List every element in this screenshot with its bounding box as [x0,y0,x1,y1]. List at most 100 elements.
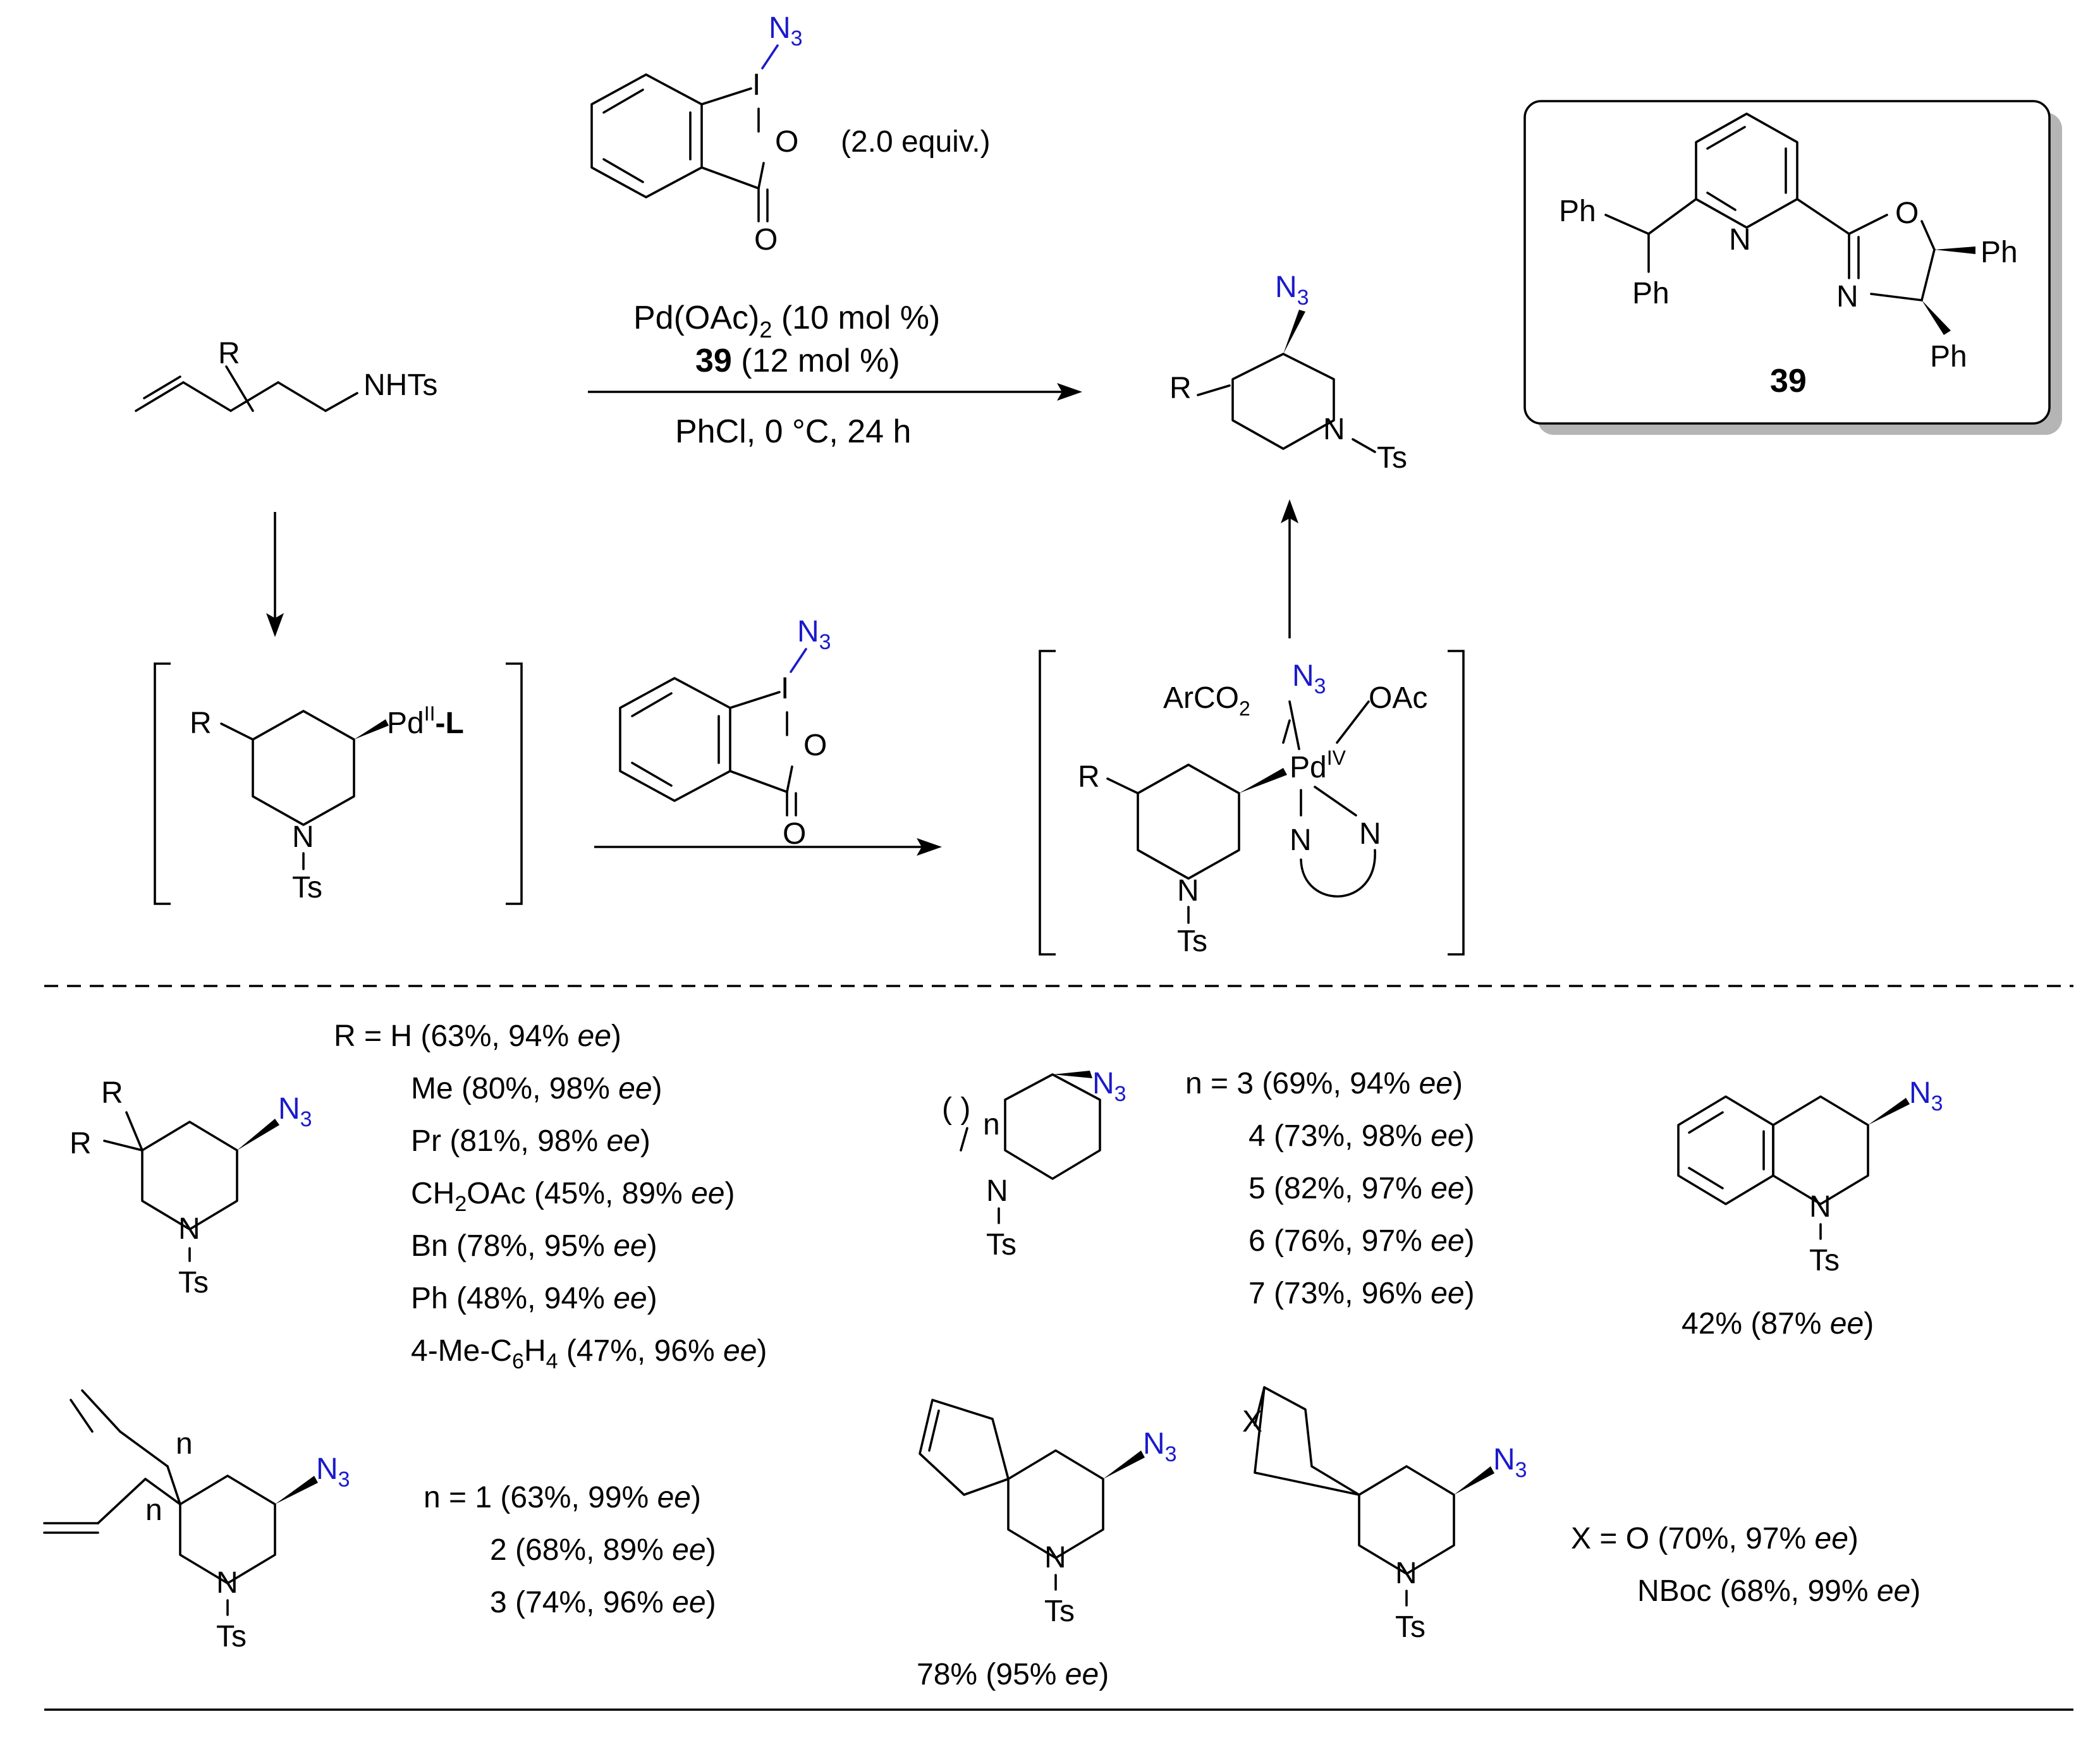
e2-ring-size-list: n = 3 (69%, 94% ee) 4 (73%, 98% ee) 5 (82%… [1185,1067,1475,1310]
int2-pd: PdIV [1290,746,1346,784]
e1-item: Ph (48%, 94% ee) [411,1282,657,1315]
int2-oac: OAc [1369,681,1427,715]
substrate-r: R [218,337,240,370]
ligand-ph-right: Ph [1981,236,2018,269]
e6-n: N [1395,1557,1417,1590]
scope-entry-1: R R N3 N Ts R = H (63%, 94% ee) Me (80%, … [70,1019,767,1373]
e4-n-sub-top: n [176,1427,193,1461]
int1-pd: PdII-L [387,702,464,740]
e4-ts: Ts [216,1620,247,1653]
ligand-number: 39 [1770,363,1807,399]
iodine-atom: I [752,68,760,102]
e4-item: 3 (74%, 96% ee) [490,1586,716,1619]
e2-item: 5 (82%, 97% ee) [1248,1172,1475,1205]
mid-ring-oxygen: O [803,729,827,762]
ligand-ph-bottom: Ph [1632,277,1670,310]
intermediate-2: ArCO2 N3 OAc PdIV R N Ts N N [1039,650,1465,958]
int2-azide: N3 [1292,659,1326,698]
e6-azide: N3 [1493,1443,1527,1482]
int2-n2: N [1359,817,1381,851]
e1-item: Bn (78%, 95% ee) [411,1229,657,1263]
e2-n: N [986,1174,1008,1208]
middle-arrow [594,838,942,856]
e1-item: Pr (81%, 98% ee) [411,1124,650,1158]
e4-chain-length-list: n = 1 (63%, 99% ee) 2 (68%, 89% ee) 3 (74%… [424,1481,716,1619]
main-arrow [588,383,1082,401]
carbonyl-oxygen: O [754,223,778,257]
e1-r-top: R [101,1076,123,1110]
mid-azide: N3 [797,615,831,654]
product: R N Ts N3 [1169,271,1407,475]
e1-item: CH2OAc (45%, 89% ee) [411,1177,735,1216]
e2-n-sub: n [983,1108,1000,1141]
e2-item: 7 (73%, 96% ee) [1248,1277,1475,1310]
product-r: R [1169,372,1192,405]
substrate: R NHTs [135,337,437,412]
int1-r: R [190,707,212,740]
reagent-top: I O O N3 (2.0 equiv.) [590,11,991,257]
e1-ts: Ts [178,1266,209,1299]
mid-carbonyl-oxygen: O [783,817,806,851]
product-azide: N3 [1275,271,1309,310]
e4-item: 2 (68%, 89% ee) [490,1533,716,1567]
int1-n: N [292,820,314,854]
e1-item: 4-Me-C6H4 (47%, 96% ee) [411,1334,767,1373]
e6-x-list: X = O (70%, 97% ee) NBoc (68%, 99% ee) [1571,1522,1920,1608]
e5-yield: 78% (95% ee) [917,1658,1109,1691]
e2-item: 4 (73%, 98% ee) [1248,1119,1475,1153]
ligand-pyridine-n: N [1729,223,1751,257]
substrate-nhts: NHTs [363,368,437,402]
ligand-oxazoline-n: N [1836,280,1859,313]
e4-n: N [216,1566,238,1600]
solvent-temp-time: PhCl, 0 °C, 24 h [675,413,911,450]
ligand-oxazoline-o: O [1895,197,1919,230]
e2-azide: N3 [1092,1067,1126,1106]
e1-substituent-list: R = H (63%, 94% ee) Me (80%, 98% ee) Pr (8… [334,1019,767,1373]
int2-n1: N [1290,824,1312,857]
e1-azide: N3 [278,1092,312,1131]
e3-ts: Ts [1809,1244,1840,1277]
scope-entry-5: N3 N Ts 78% (95% ee) [917,1399,1177,1691]
catalyst-label: Pd(OAc)2 (10 mol %) [633,300,940,343]
azide-label: N3 [769,11,803,51]
e5-azide: N3 [1143,1427,1177,1466]
e4-n-sub-bottom: n [145,1493,162,1527]
e2-item: n = 3 (69%, 94% ee) [1185,1067,1463,1100]
ring-oxygen: O [775,125,798,159]
product-n: N [1323,413,1345,446]
e5-ts: Ts [1044,1595,1075,1628]
e2-paren: ( ) [942,1092,970,1126]
e1-n: N [178,1212,200,1246]
scope-entry-6: X N3 N Ts X = O (70%, 97% ee)NBoc (68%, … [1242,1386,1920,1644]
intermediate-1: R PdII-L N Ts [154,662,523,905]
int2-r: R [1078,760,1100,794]
ligand-loading: 39 (12 mol %) [695,343,900,379]
int2-arco2: ArCO2 [1163,681,1250,720]
int2-ts: Ts [1177,925,1207,958]
e3-azide: N3 [1909,1076,1943,1116]
int2-ring-n: N [1177,874,1199,908]
e4-item: n = 1 (63%, 99% ee) [424,1481,701,1514]
int1-ts: Ts [292,871,322,904]
e6-item: X = O (70%, 97% ee) [1571,1522,1859,1555]
mid-iodine: I [781,672,789,705]
scope-entry-3: N3 N Ts 42% (87% ee) [1677,1076,1943,1341]
reaction-conditions: Pd(OAc)2 (10 mol %) 39 (12 mol %) PhCl, … [633,300,940,450]
e1-item: Me (80%, 98% ee) [411,1072,662,1105]
ligand-ph-lower: Ph [1930,340,1967,374]
e1-item: R = H (63%, 94% ee) [334,1019,621,1053]
ligand-box: Ph Ph N O N Ph Ph 39 [1523,100,2062,435]
e3-yield: 42% (87% ee) [1682,1307,1874,1341]
e1-r-left: R [70,1127,92,1160]
reagent-middle: I O O N3 [619,615,831,851]
e6-item: NBoc (68%, 99% ee) [1637,1574,1920,1608]
product-ts: Ts [1377,441,1407,475]
ligand-ph-top: Ph [1559,195,1596,228]
e4-azide: N3 [316,1452,350,1492]
e6-ts: Ts [1395,1610,1425,1644]
equiv-label: (2.0 equiv.) [841,125,991,159]
up-arrow [1281,499,1298,638]
e5-n: N [1044,1541,1066,1574]
scope-entry-2: ( ) n N3 N Ts n = 3 (69%, 94% ee)4 (73%,… [942,1067,1475,1310]
